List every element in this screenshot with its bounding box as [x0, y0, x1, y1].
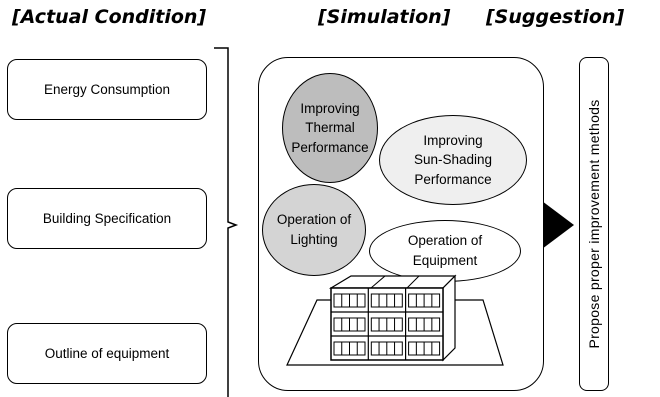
actual-item-label: Energy Consumption: [43, 82, 171, 97]
simulation-item-label: Improving Thermal Performance: [291, 100, 369, 155]
simulation-item-label: Operation of Equipment: [407, 233, 483, 268]
simulation-item-label: Operation of Lighting: [276, 212, 352, 247]
arrow-right-icon: [538, 198, 574, 252]
actual-item-outline-of-equipment: Outline of equipment: [7, 323, 207, 384]
suggestion-label: Propose proper improvement methods: [586, 99, 602, 349]
simulation-item-label: Improving Sun-Shading Performance: [413, 132, 493, 187]
actual-item-label: Building Specification: [42, 211, 172, 226]
simulation-item-equipment: Operation of Equipment: [369, 220, 521, 282]
actual-item-building-specification: Building Specification: [7, 188, 207, 249]
simulation-item-lighting: Operation of Lighting: [262, 184, 366, 276]
actual-item-energy-consumption: Energy Consumption: [7, 59, 207, 120]
bracket-icon: [214, 47, 239, 397]
actual-item-label: Outline of equipment: [44, 346, 170, 361]
building-icon: [286, 274, 504, 366]
simulation-item-sun-shading: Improving Sun-Shading Performance: [379, 115, 527, 205]
header-suggestion: [Suggestion]: [486, 6, 625, 28]
simulation-panel: Improving Thermal Performance Improving …: [258, 57, 544, 391]
simulation-item-thermal: Improving Thermal Performance: [282, 73, 378, 183]
header-actual-condition: [Actual Condition]: [12, 6, 207, 28]
header-simulation: [Simulation]: [318, 6, 451, 28]
suggestion-box: Propose proper improvement methods: [579, 57, 609, 391]
